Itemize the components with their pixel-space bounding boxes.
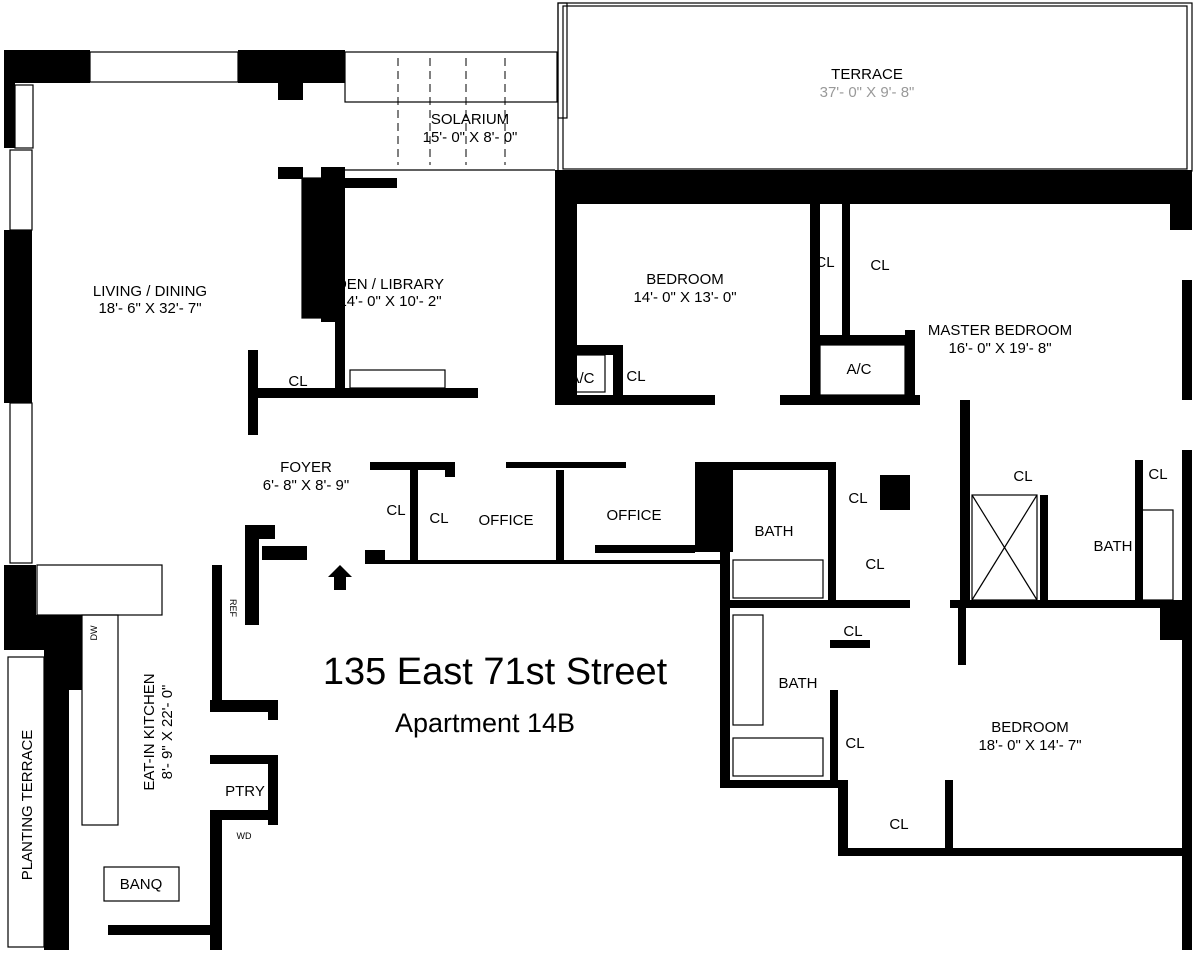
solarium-dims: 15'- 0" X 8'- 0" (423, 129, 518, 146)
den-dims: 14'- 0" X 10'- 2" (338, 293, 441, 310)
dishwasher-label: DW (89, 625, 99, 640)
living-dims: 18'- 6" X 32'- 7" (98, 300, 201, 317)
closet-label: CL (815, 254, 834, 271)
closet-label: CL (870, 257, 889, 274)
kitchen-label: EAT-IN KITCHEN (141, 673, 158, 790)
office-label: OFFICE (479, 512, 534, 529)
master-dims: 16'- 0" X 19'- 8" (948, 340, 1051, 357)
walls (4, 50, 1192, 950)
closet-label: CL (1148, 466, 1167, 483)
bath-label: BATH (779, 675, 818, 692)
closet-label: CL (1013, 468, 1032, 485)
closet-label: CL (843, 623, 862, 640)
bedroom2-dims: 18'- 0" X 14'- 7" (978, 737, 1081, 754)
closet-label: CL (386, 502, 405, 519)
apartment-number: Apartment 14B (395, 708, 575, 738)
office-label: OFFICE (607, 507, 662, 524)
washer-dryer-label: WD (237, 831, 252, 841)
closet-label: CL (626, 368, 645, 385)
closet-label: CL (845, 735, 864, 752)
closet-label: CL (429, 510, 448, 527)
foyer-dims: 6'- 8" X 8'- 9" (263, 477, 349, 494)
closet-label: CL (288, 373, 307, 390)
bedroom2-label: BEDROOM (991, 719, 1069, 736)
kitchen-dims: 8'- 9" X 22'- 0" (159, 685, 176, 780)
ac-label: A/C (846, 361, 871, 378)
foyer-label: FOYER (280, 459, 332, 476)
pantry-label: PTRY (225, 783, 265, 800)
living-label: LIVING / DINING (93, 283, 207, 300)
terrace-label: TERRACE (831, 66, 903, 83)
bedroom1-label: BEDROOM (646, 271, 724, 288)
ac-label: A/C (569, 370, 594, 387)
bedroom1-dims: 14'- 0" X 13'- 0" (633, 289, 736, 306)
address-title: 135 East 71st Street (323, 651, 668, 693)
master-label: MASTER BEDROOM (928, 322, 1072, 339)
banquette-label: BANQ (120, 876, 163, 893)
terrace-dims: 37'- 0" X 9'- 8" (820, 84, 915, 101)
refrigerator-label: REF (228, 599, 238, 618)
entry-arrow-icon (328, 565, 352, 590)
closet-label: CL (848, 490, 867, 507)
closet-label: CL (889, 816, 908, 833)
solarium-label: SOLARIUM (431, 111, 509, 128)
closet-label: CL (865, 556, 884, 573)
bath-label: BATH (755, 523, 794, 540)
den-label: DEN / LIBRARY (336, 276, 444, 293)
bath-label: BATH (1094, 538, 1133, 555)
planting-terrace-label: PLANTING TERRACE (19, 730, 36, 881)
